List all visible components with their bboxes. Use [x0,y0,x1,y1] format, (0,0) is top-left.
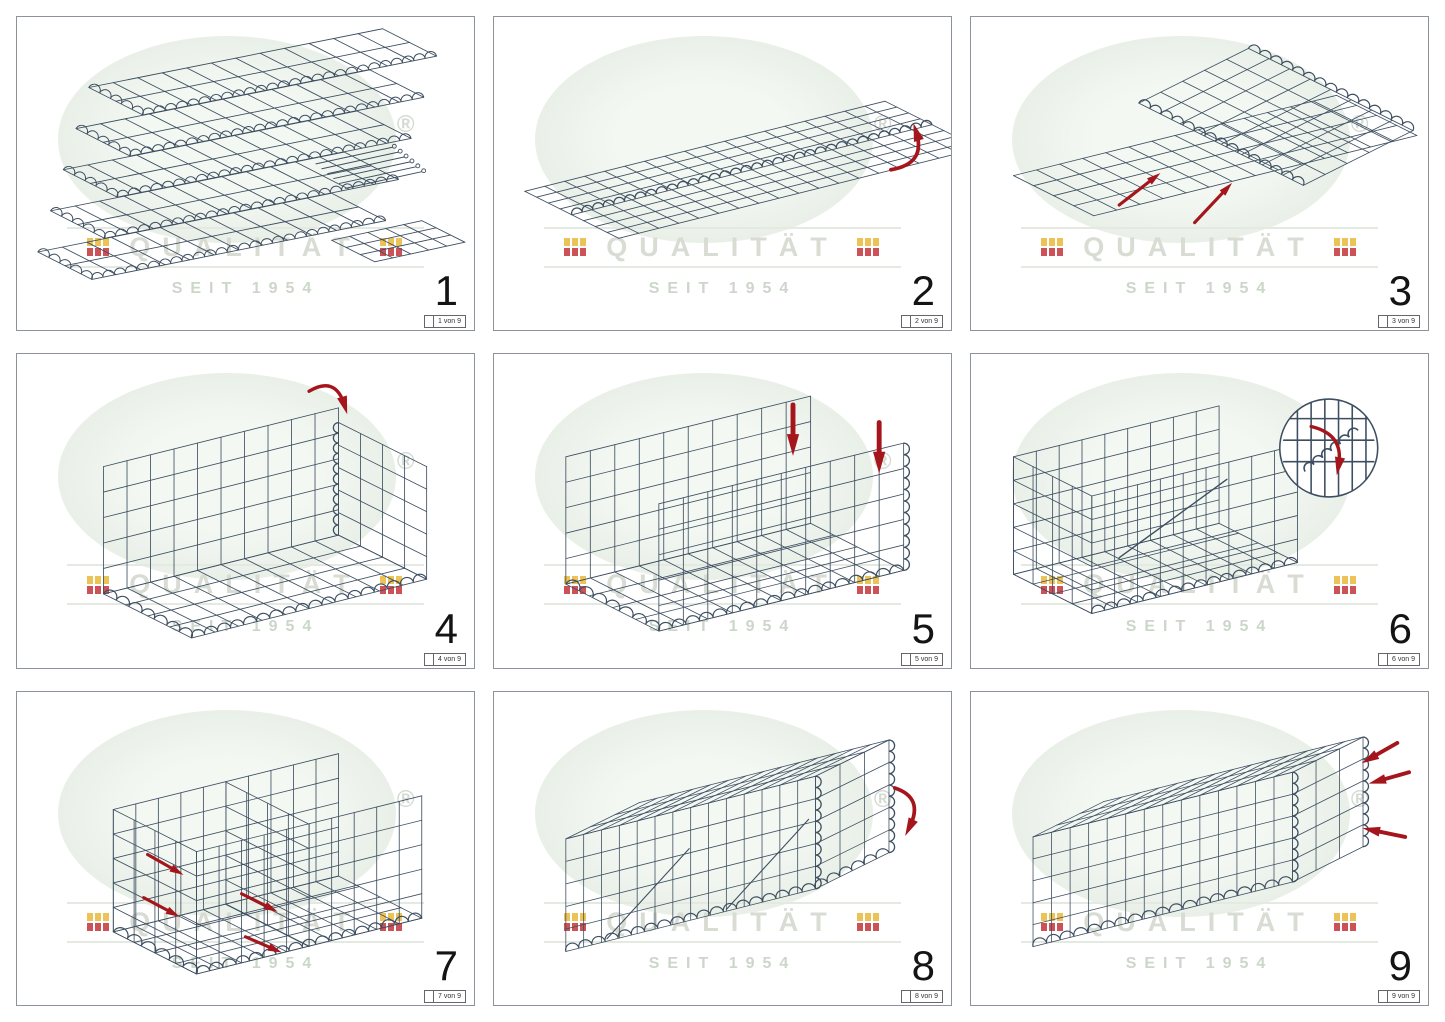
drawing-title-block: 4 von 9 [424,652,466,666]
brand-logo-icon [379,575,404,594]
page-indicator: 1 von 9 [438,318,461,326]
watermark-ellipse [1012,35,1351,243]
watermark-brand-text: QUALITÄT [1083,231,1316,262]
title-block-cell [902,991,912,1002]
mesh-assembly-diagram [102,384,428,639]
watermark-ellipse [535,710,874,918]
page-indicator: 2 von 9 [915,318,938,326]
page-indicator: 8 von 9 [915,993,938,1000]
watermark-since-text: SEIT 1954 [648,280,797,298]
title-block-cell [425,991,435,1002]
brand-logo-icon [856,238,881,257]
title-block-cell [425,653,435,665]
instruction-step-panel: ® QUALITÄT SEIT 1954 1 von 9 1 [16,16,475,332]
instruction-step-panel: ® QUALITÄT SEIT 1954 9 von 9 9 [970,690,1429,1006]
brand-logo-icon [564,913,589,932]
brand-logo-icon [87,913,112,932]
mesh-assembly-diagram [565,739,918,952]
step-number: 1 [434,267,458,315]
step-number: 3 [1388,267,1412,315]
brand-logo-icon [87,575,112,594]
mesh-assembly-diagram [112,752,423,975]
instruction-step-panel: ® QUALITÄT SEIT 1954 4 von 9 4 [16,353,475,669]
drawing-title-block: 5 von 9 [901,652,943,666]
step-number: 4 [434,604,458,652]
brand-logo-icon [1333,238,1358,257]
drawing-title-block: 6 von 9 [1378,652,1420,666]
watermark-brand-row: QUALITÄT [544,226,901,268]
title-block-cell [1379,316,1389,328]
watermark-brand-row: QUALITÄT [67,564,424,606]
watermark-since-text: SEIT 1954 [171,280,320,298]
page-indicator: 9 von 9 [1392,993,1415,1000]
registered-mark-icon: ® [1350,785,1369,813]
brand-logo-icon [1333,575,1358,594]
page-indicator: 7 von 9 [438,993,461,1000]
registered-mark-icon: ® [396,448,415,476]
page-indicator: 5 von 9 [915,655,938,663]
watermark-since-text: SEIT 1954 [1125,280,1274,298]
mesh-assembly-diagram [1032,736,1412,947]
drawing-title-block: 8 von 9 [901,990,943,1003]
watermark-ellipse [58,373,397,580]
mesh-assembly-diagram [524,100,951,239]
watermark-brand-text: QUALITÄT [1083,906,1316,937]
page-indicator: 6 von 9 [1392,655,1415,663]
watermark-since-text: SEIT 1954 [648,954,797,972]
title-block-cell [902,653,912,665]
watermark-since-text: SEIT 1954 [1125,954,1274,972]
drawing-title-block: 9 von 9 [1378,990,1420,1003]
drawing-title-block: 3 von 9 [1378,315,1420,329]
title-block-cell [1379,653,1389,665]
page-indicator: 3 von 9 [1392,318,1415,326]
watermark-brand-row: QUALITÄT [544,901,901,943]
watermark-ellipse [58,35,397,243]
brand-watermark: ® QUALITÄT SEIT 1954 [17,354,474,667]
watermark-brand-row: QUALITÄT [1021,226,1378,268]
step-number: 9 [1388,942,1412,989]
brand-logo-icon [856,913,881,932]
instruction-step-panel: ® QUALITÄT SEIT 1954 5 von 9 5 [493,353,952,669]
title-block-cell [425,316,435,328]
mesh-assembly-diagram [565,396,911,632]
mesh-assembly-diagram [37,28,466,280]
brand-logo-icon [1333,913,1358,932]
registered-mark-icon: ® [873,785,892,813]
step-number: 8 [911,942,935,989]
step-number: 2 [911,267,935,315]
watermark-since-text: SEIT 1954 [171,954,320,972]
registered-mark-icon: ® [396,110,415,138]
page-indicator: 4 von 9 [438,655,461,663]
step-number: 6 [1388,604,1412,652]
watermark-brand-text: QUALITÄT [606,231,839,262]
instruction-step-panel: ® QUALITÄT SEIT 1954 2 von 9 2 [493,16,952,332]
instruction-step-panel: ® QUALITÄT SEIT 1954 3 von 9 3 [970,16,1429,332]
instruction-step-panel: ® QUALITÄT SEIT 1954 8 von 9 8 [493,690,952,1006]
mesh-assembly-diagram [1013,398,1379,615]
mesh-assembly-diagram [1013,44,1418,225]
drawing-title-block: 1 von 9 [424,315,466,329]
title-block-cell [902,316,912,328]
brand-logo-icon [564,238,589,257]
title-block-cell [1379,991,1389,1002]
brand-logo-icon [1041,238,1066,257]
instruction-step-panel: ® QUALITÄT SEIT 1954 7 von 9 7 [16,690,475,1006]
drawing-title-block: 7 von 9 [424,990,466,1003]
instruction-step-panel: ® QUALITÄT SEIT 1954 6 von 9 6 [970,353,1429,669]
drawing-title-block: 2 von 9 [901,315,943,329]
brand-watermark: ® QUALITÄT SEIT 1954 [17,17,474,330]
watermark-since-text: SEIT 1954 [1125,617,1274,635]
step-number: 5 [911,604,935,652]
step-number: 7 [434,942,458,989]
brand-watermark: ® QUALITÄT SEIT 1954 [494,692,951,1005]
brand-watermark: ® QUALITÄT SEIT 1954 [971,17,1428,330]
watermark-brand-text: QUALITÄT [129,231,362,262]
watermark-brand-text: QUALITÄT [606,569,839,600]
